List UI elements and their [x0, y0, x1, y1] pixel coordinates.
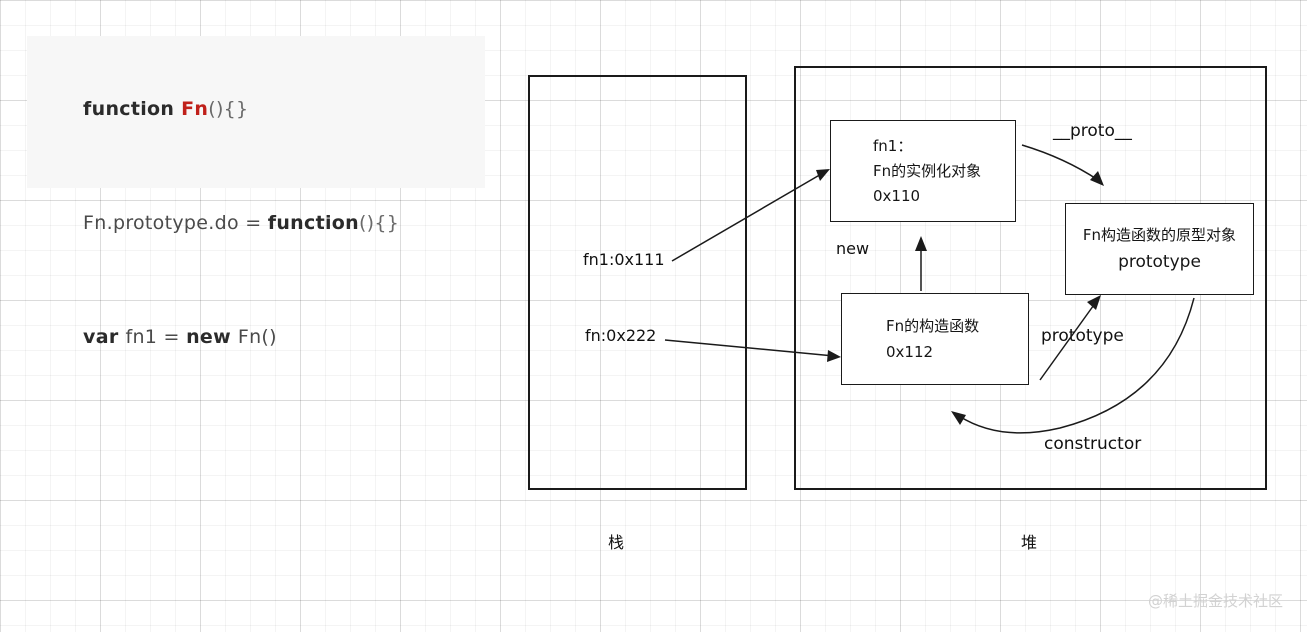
- instance-description: Fn的实例化对象: [873, 161, 982, 180]
- arrow-label-prototype: prototype: [1041, 326, 1124, 346]
- code-token-function-keyword: function: [83, 98, 182, 120]
- heap-object-prototype: Fn构造函数的原型对象 prototype: [1065, 203, 1254, 295]
- constructor-address: 0x112: [886, 343, 934, 361]
- arrow-label-proto: __proto__: [1053, 121, 1132, 141]
- heap-object-constructor-function: Fn的构造函数 0x112: [841, 293, 1029, 385]
- arrow-label-new: new: [836, 239, 870, 258]
- instance-label: fn1：: [873, 136, 913, 155]
- heap-region-box: [794, 66, 1267, 490]
- code-token-prototype-do: Fn.prototype.do =: [83, 212, 268, 234]
- prototype-description: Fn构造函数的原型对象: [1082, 226, 1237, 244]
- code-token-fn1-assign: fn1 =: [125, 326, 187, 348]
- watermark: @稀土掘金技术社区: [1148, 592, 1284, 610]
- code-line-2: Fn.prototype.do = function(){}: [45, 166, 485, 280]
- code-token-fn-name: Fn: [181, 98, 209, 120]
- stack-region-box: [528, 75, 747, 490]
- code-token-fn-call: Fn(): [237, 326, 277, 348]
- code-token-braces: (){}: [208, 98, 249, 120]
- prototype-name: prototype: [1118, 252, 1201, 272]
- stack-region-caption: 栈: [608, 533, 625, 552]
- code-token-function-keyword-2: function: [267, 212, 359, 234]
- code-token-var-keyword: var: [83, 326, 126, 348]
- instance-address: 0x110: [873, 186, 921, 205]
- code-token-braces-2: (){}: [358, 212, 400, 234]
- heap-region-caption: 堆: [1021, 533, 1038, 552]
- code-line-3: var fn1 = new Fn(): [45, 280, 485, 394]
- constructor-description: Fn的构造函数: [886, 317, 980, 335]
- heap-object-instance: fn1： Fn的实例化对象 0x110: [830, 120, 1016, 222]
- code-token-new-keyword: new: [186, 326, 238, 348]
- stack-entry-fn-address: fn:0x222: [585, 326, 657, 345]
- code-snippet-panel: function Fn(){} Fn.prototype.do = functi…: [27, 36, 485, 348]
- stack-entry-fn1-address: fn1:0x111: [583, 250, 665, 269]
- arrow-label-constructor: constructor: [1044, 434, 1142, 454]
- code-line-1: function Fn(){}: [45, 52, 485, 166]
